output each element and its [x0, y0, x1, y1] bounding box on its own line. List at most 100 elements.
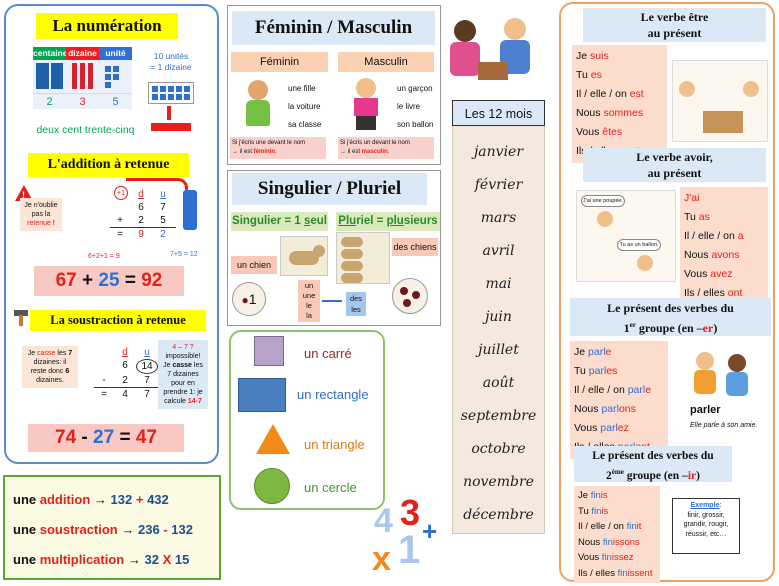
girl-illustration — [236, 78, 280, 130]
month-septembre: septembre — [460, 408, 537, 424]
add-big-res: 92 — [141, 270, 163, 291]
rod-bar — [151, 123, 191, 131]
sub-r2-d: 2 — [122, 375, 128, 386]
sub-big-op: - — [81, 427, 88, 448]
circle-shape — [254, 468, 290, 504]
g2-p1: Tu — [578, 505, 592, 517]
g2-e3: issons — [612, 536, 640, 548]
dizaine-rods — [66, 60, 99, 93]
rectangle-shape — [238, 378, 286, 412]
add-r2-d: 2 — [138, 215, 144, 226]
avoir-illustration: J'ai une poupée. Tu as un ballon. — [576, 190, 676, 282]
g2-example-colon: : — [719, 502, 722, 509]
g2-p0: Je — [578, 490, 591, 501]
square-shape — [254, 336, 284, 366]
col-d: d — [138, 189, 144, 200]
add-op: + — [117, 215, 123, 226]
carry-arrow — [126, 178, 188, 190]
g2-example-words: finir, grossir, grandir, rougir, réussir… — [683, 511, 729, 538]
op2-sign: X — [162, 552, 172, 567]
genre-title: Féminin / Masculin — [232, 11, 435, 45]
soustraction-left-note: Je casse les 7 dizaines: il reste donc 6… — [22, 346, 78, 388]
fem-rule-2: → il est — [232, 149, 254, 155]
avoir-title: Le verbe avoir, au présent — [583, 148, 766, 182]
sr-2: les 7 dizaines pour en prendre 1: je cal… — [163, 362, 203, 405]
masc-rule-2: → il est — [340, 149, 362, 155]
g2-e0: is — [600, 490, 608, 501]
etre-p1: Tu — [576, 69, 591, 81]
fem-word-1: la voiture — [288, 102, 321, 111]
sl-4: dizaines. — [36, 377, 64, 384]
g1-s4: parl — [600, 422, 618, 434]
g2-title-close: ) — [696, 469, 700, 482]
masc-head: Masculin — [338, 52, 434, 72]
g1-p3: Nous — [574, 403, 602, 415]
sing-head: Singulier = 1 seul — [231, 212, 328, 231]
right-calc: 7+5 = 12 — [170, 251, 198, 258]
etre-p2: Il / elle / on — [576, 88, 630, 100]
plur-list: des les — [346, 292, 366, 316]
plur-head-3: plu — [386, 215, 404, 227]
warning-post: ! — [50, 220, 55, 227]
warning-word: retenue — [27, 220, 51, 227]
warning-icon-mark: ! — [22, 190, 25, 200]
sub-col-u: u — [144, 347, 150, 358]
g2-s1: fin — [591, 505, 602, 517]
centaine-blocks — [33, 60, 66, 93]
masc-rule-word: masculin — [361, 149, 388, 155]
sing-list: un une le la — [298, 280, 320, 322]
dogs-plural-icon — [336, 232, 390, 284]
etre-conjugation: Je suis Tu es Il / elle / on est Nous so… — [572, 45, 667, 163]
g1-e1: es — [606, 365, 618, 377]
square-label: un carré — [304, 346, 352, 361]
left-math-panel — [4, 4, 219, 464]
ten-units-box — [148, 82, 194, 104]
g2-title-1: Le présent des verbes du — [592, 450, 714, 462]
g1-s0: parl — [588, 346, 606, 358]
sl-casse: casse — [37, 350, 56, 357]
fem-rule-end: . — [275, 149, 277, 155]
etre-v1: es — [590, 69, 602, 81]
deco-numbers: 4 3 x 1 + — [372, 492, 448, 582]
sl-7: 7 — [68, 350, 73, 357]
avoir-p2: Il / elle / on — [684, 230, 738, 242]
down-arrow-icon — [167, 106, 171, 120]
sub-r1-d: 6 — [122, 360, 128, 371]
g1-p4: Vous — [574, 422, 601, 434]
op2-a: 32 — [144, 552, 159, 567]
sing-head-2: eul — [310, 215, 327, 227]
month-juin: juin — [485, 309, 512, 325]
one-digit: 1 — [248, 291, 257, 307]
avoir-v5: ont — [727, 287, 743, 299]
month-fevrier: février — [474, 177, 523, 193]
deco-x: x — [372, 540, 391, 578]
g2-title-end: ir — [687, 469, 697, 482]
g1-title-num: 1 — [623, 321, 630, 335]
masc-rule: Si j'écris un devant le nom → il est mas… — [338, 137, 434, 159]
warning-pre: Je n'oublie pas la — [24, 202, 58, 218]
g1-p0: Je — [574, 346, 589, 358]
sl-2: les — [55, 350, 69, 357]
circle-label: un cercle — [304, 480, 357, 495]
g1-s2: parl — [627, 384, 646, 396]
soustraction-title: La soustraction à retenue — [30, 310, 206, 331]
fem-rule-1: Si j'écris une devant le nom — [232, 140, 306, 146]
g2-title-2: groupe (en – — [623, 469, 688, 482]
fem-rule-word: féminin — [253, 149, 276, 155]
etre-title-1: Le verbe être — [640, 10, 709, 24]
month-avril: avril — [482, 243, 515, 259]
nombre-title: Singulier / Pluriel — [232, 173, 427, 205]
addition-title: L'addition à retenue — [28, 153, 189, 177]
warning-note: Je n'oublie pas la retenue ! — [20, 198, 62, 231]
parler-example: Elle parle à son amie. — [690, 422, 758, 429]
digit-unite: 5 — [112, 96, 119, 108]
sr-calc: 14-7 — [187, 398, 202, 405]
triangle-label: un triangle — [304, 437, 365, 452]
g1-title-close: ) — [713, 321, 718, 335]
kids-reading-illustration — [444, 14, 544, 94]
g2-p4: Vous — [578, 552, 602, 563]
etre-p4: Vous — [576, 126, 603, 138]
header-dizaine: dizaine — [66, 47, 99, 60]
sub-big-eq: = — [119, 427, 131, 448]
etre-title-2: au présent — [647, 26, 702, 40]
